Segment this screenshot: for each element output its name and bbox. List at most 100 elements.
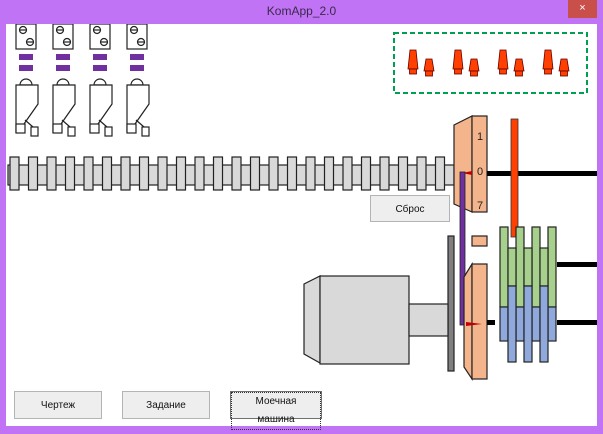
switch-dome (56, 78, 70, 86)
shaft-spline (212, 156, 224, 191)
green-gear-tooth (499, 226, 509, 308)
switch-wire (24, 119, 34, 128)
switch-terminal (141, 126, 150, 137)
shaft-spline (138, 156, 150, 191)
switch-terminal (126, 123, 137, 134)
washer-button[interactable]: Моечная машина (230, 391, 322, 430)
shaft-spline (360, 156, 372, 191)
dial-label: 1 (477, 131, 483, 143)
dial-label: 7 (477, 200, 483, 212)
nozzle-large (542, 49, 554, 70)
shaft-spline (175, 156, 187, 191)
nozzle-large (407, 49, 419, 70)
shaft-spline (268, 156, 279, 191)
main-canvas: 1 0 7 Сброс Чертеж Задание Моечная машина (6, 24, 597, 430)
switch-dome (130, 78, 144, 86)
shaft-spline (286, 156, 298, 191)
shaft-spline (434, 156, 446, 191)
close-button[interactable]: × (568, 0, 597, 18)
washer-button-label: Моечная машина (231, 392, 321, 430)
shaft-spline (46, 156, 57, 191)
blue-gear-tooth (523, 285, 533, 363)
nozzle-large (452, 49, 464, 70)
shaft-spline (64, 156, 76, 191)
switch-wire (98, 119, 108, 128)
lower-pointer (466, 322, 482, 326)
shaft-spline (249, 156, 261, 191)
reset-button[interactable]: Сброс (370, 195, 450, 222)
nozzle-base (425, 70, 433, 77)
switch-wire (135, 119, 145, 128)
shaft-spline (101, 156, 113, 191)
output-shaft-stub (487, 320, 495, 325)
red-rod (510, 118, 519, 238)
shaft-spline (323, 156, 335, 191)
dial-pointer (462, 171, 472, 175)
nozzle-base (544, 68, 552, 75)
title-bar: KomApp_2.0 × (0, 0, 603, 24)
shaft-spline (194, 156, 205, 191)
nozzle-base (470, 70, 478, 77)
shaft-spline (83, 156, 94, 191)
lower-gear-cone (463, 261, 473, 381)
nozzle-base (499, 68, 507, 75)
nozzle-large (497, 49, 509, 70)
green-gear-tooth (523, 247, 533, 287)
nozzle-base (515, 70, 523, 77)
sensor-led (56, 54, 70, 60)
blue-gear-tooth (499, 306, 509, 342)
nozzle-base (409, 68, 417, 75)
switch-terminal (52, 123, 63, 134)
dial-label: 0 (477, 166, 483, 178)
nozzle-small (468, 58, 480, 72)
output-shaft-middle (557, 262, 597, 267)
shaft-spline (27, 156, 39, 191)
switch-terminal (89, 123, 100, 134)
sensor-led (19, 65, 33, 71)
green-gear-tooth (539, 247, 549, 287)
blue-gear-tooth (547, 306, 557, 342)
nozzle-small (513, 58, 525, 72)
blue-gear-tooth (531, 306, 541, 342)
grey-plate (447, 235, 455, 372)
switch-dome (93, 78, 107, 86)
blue-gear-tooth (539, 285, 549, 363)
motor-endcap (303, 275, 321, 365)
switch-terminal (30, 126, 39, 137)
sensor-led (19, 54, 33, 60)
shaft-spline (231, 156, 242, 191)
green-gear-tooth (547, 226, 557, 308)
motor-shaft (408, 303, 449, 337)
shaft-spline (120, 156, 131, 191)
lower-gear-rim (471, 263, 488, 380)
shaft-spline (305, 156, 316, 191)
sensor-led (93, 65, 107, 71)
sensor-led (56, 65, 70, 71)
motor-body (319, 275, 410, 365)
green-gear-tooth (507, 247, 517, 287)
shaft-spline (379, 156, 390, 191)
upper-gear-rim (471, 115, 488, 213)
output-shaft-upper (487, 171, 597, 176)
switch-terminal (15, 123, 26, 134)
nozzle-base (454, 68, 462, 75)
window-title: KomApp_2.0 (266, 4, 337, 18)
output-shaft-lower (557, 320, 597, 325)
nozzle-small (423, 58, 435, 72)
task-button[interactable]: Задание (122, 391, 210, 419)
switch-dome (19, 78, 33, 86)
shaft-spline (416, 156, 427, 191)
shaft-spline (397, 156, 409, 191)
green-gear-tooth (531, 226, 541, 308)
orange-block (471, 235, 488, 247)
nozzle-base (560, 70, 568, 77)
shaft-spline (157, 156, 168, 191)
sensor-led (130, 65, 144, 71)
nozzle-small (558, 58, 570, 72)
purple-lever (459, 171, 466, 326)
drawing-button[interactable]: Чертеж (14, 391, 102, 419)
blue-gear-tooth (515, 306, 525, 342)
green-gear-tooth (515, 226, 525, 308)
switch-terminal (104, 126, 113, 137)
shaft-spline (342, 156, 353, 191)
